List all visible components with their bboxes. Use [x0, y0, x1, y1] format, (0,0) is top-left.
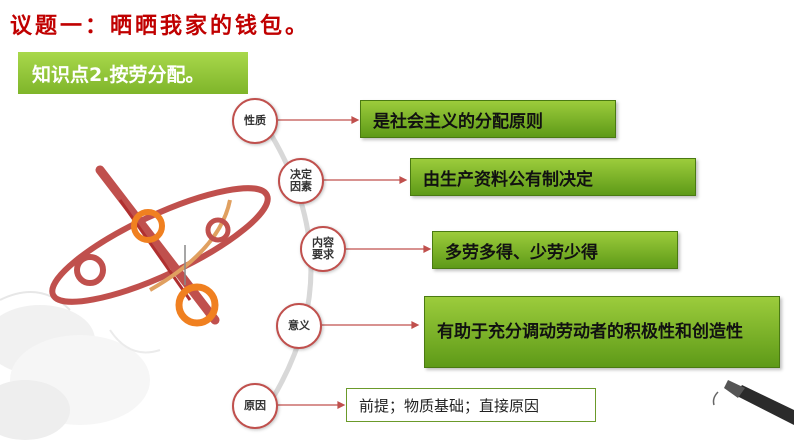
- brush-icon: [712, 380, 794, 425]
- section-subtitle: 知识点2.按劳分配。: [18, 52, 248, 94]
- ink-flower-decoration: [0, 291, 161, 440]
- node-determining-factor: 决定 因素: [278, 158, 324, 204]
- box-significance: 有助于充分调动劳动者的积极性和创造性: [424, 296, 780, 368]
- node-reason: 原因: [232, 383, 278, 429]
- box-reason: 前提；物质基础；直接原因: [346, 388, 596, 422]
- box-determining-factor: 由生产资料公有制决定: [410, 158, 696, 196]
- node-content-requirement: 内容 要求: [300, 226, 346, 272]
- box-content-requirement: 多劳多得、少劳少得: [432, 231, 678, 269]
- node-significance: 意义: [276, 303, 322, 349]
- page-title: 议题一：晒晒我家的钱包。: [10, 14, 311, 39]
- atom-logo: [49, 165, 271, 327]
- box-nature: 是社会主义的分配原则: [360, 100, 616, 138]
- node-nature: 性质: [232, 98, 278, 144]
